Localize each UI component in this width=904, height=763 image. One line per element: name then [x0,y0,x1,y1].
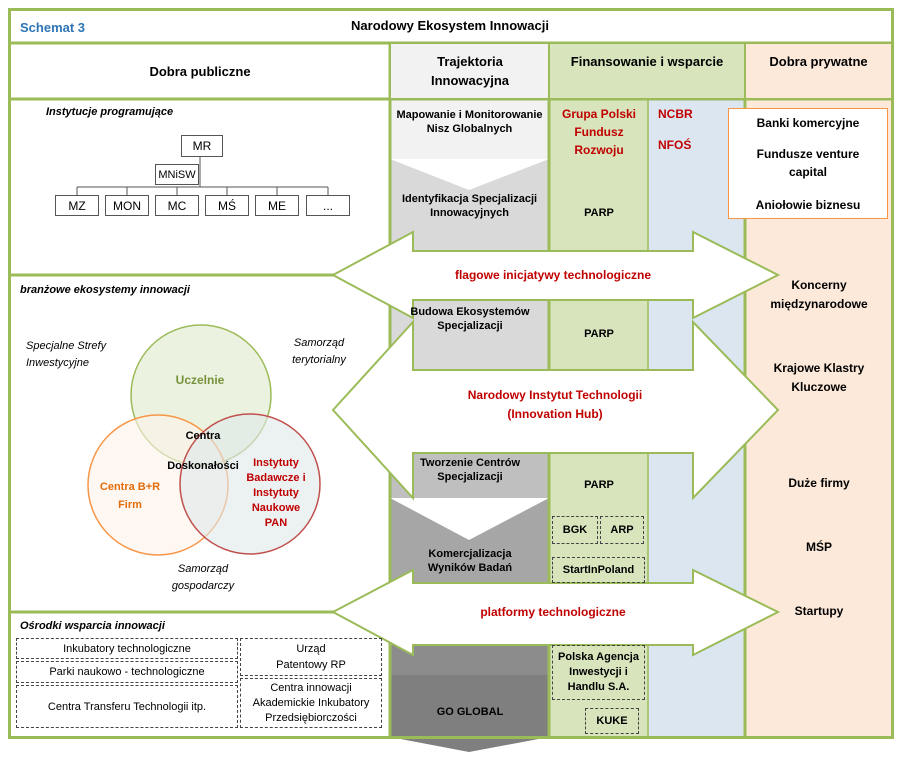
private-msp: MŚP [805,540,832,554]
venn-label-doskonalosci: Doskonałości [167,460,239,472]
finance-parp-2: PARP [584,328,614,340]
private-banki: Banki komercyjne [756,116,860,130]
org-child-me: ME [255,195,299,216]
finance-parp-1: PARP [584,207,614,219]
col-header-trajectory: Trajektoria Innowacyjna [430,54,510,88]
section-title-programming: Instytucje programujące [46,106,174,118]
arrow-niti-shape [331,319,780,501]
venn-label-centra: Centra [185,430,221,442]
finance-nfos: NFOŚ [658,138,692,152]
col-header-public: Dobra publiczne [149,63,251,79]
traj-komercjalizacja: Komercjalizacja Wyników Badań [427,548,513,574]
org-child-ms: MŚ [205,195,249,216]
private-koncerny: Koncerny międzynarodowe [770,278,868,311]
org-child-mc: MC [155,195,199,216]
col-header-private: Dobra prywatne [769,53,868,69]
arrow-label-niti: Narodowy Instytut Technologii (Innovatio… [467,388,643,421]
trajectory-white-top [390,99,549,159]
finance-kuke: KUKE [585,708,639,734]
support-ctt: Centra Transferu Technologii itp. [16,685,238,728]
trajectory-grey-4 [390,498,549,583]
traj-go-global: GO GLOBAL [436,706,504,718]
trajectory-grey-2 [390,300,549,370]
private-aniolowie: Aniołowie biznesu [755,198,861,212]
venn-label-instytuty: Instytuty Badawcze i Instytuty Naukowe P… [246,457,306,529]
org-mnisw: MNiSW [155,164,199,185]
traj-tworzenie: Tworzenie Centrów Specjalizacji [419,457,521,483]
org-child-more: ... [306,195,350,216]
venn-label-uczelnie: Uczelnie [175,373,225,387]
trajectory-grey-5 [390,645,549,675]
trajectory-grey-3 [390,453,549,498]
schemat-label: Schemat 3 [20,20,86,35]
finance-arp: ARP [600,516,644,544]
finance-green-fill-2 [549,300,648,370]
org-child-mz: MZ [55,195,99,216]
support-urzad-patentowy: Urząd Patentowy RP [240,638,382,676]
label-sse: Specjalne Strefy Inwestycyjne [26,340,107,369]
arrow-platformy-shape [330,568,781,657]
page-title: Narodowy Ekosystem Innowacji [351,17,549,33]
private-finance-box [728,108,888,219]
private-klastry: Krajowe Klastry Kluczowe [773,361,865,394]
trajectory-grey-6 [390,675,549,752]
org-mr: MR [181,135,223,157]
traj-identyfikacja: Identyfikacja Specjalizacji Innowacyjnyc… [401,193,538,219]
arrow-label-flagowe: flagowe inicjatywy technologiczne [454,268,652,282]
label-samorzad-terytorialny: Samorząd terytorialny [292,337,346,366]
outer-frame [8,8,894,739]
finance-green-fill-4 [549,645,648,737]
venn-label-centra-br: Centra B+R Firm [99,481,161,511]
finance-paih: Polska Agencja Inwestycji i Handlu S.A. [552,645,645,700]
section-title-sector: branżowe ekosystemy innowacji [20,284,190,296]
label-samorzad-gospodarczy: Samorząd gospodarczy [171,563,235,592]
finance-bgk: BGK [552,516,598,544]
org-child-mon: MON [105,195,149,216]
finance-green-fill-3 [549,453,648,583]
finance-parp-3: PARP [584,479,614,491]
arrow-flagowe-shape [330,230,781,320]
col-header-finance: Finansowanie i wsparcie [570,53,724,69]
traj-mapowanie: Mapowanie i Monitorowanie Nisz Globalnyc… [396,109,543,135]
private-duze: Duże firmy [788,476,850,490]
finance-ncbr: NCBR [658,107,693,121]
support-parki: Parki naukowo - technologiczne [16,661,238,683]
section-title-support: Ośrodki wsparcia innowacji [20,620,165,632]
finance-startinpoland: StartInPoland [552,557,645,583]
arrow-label-platformy: platformy technologiczne [480,605,626,619]
traj-budowa: Budowa Ekosystemów Specjalizacji [410,306,530,332]
private-startupy: Startupy [794,604,844,618]
trajectory-grey-top [390,159,549,251]
finance-green-fill-1 [549,99,648,251]
private-vc: Fundusze venture capital [756,147,860,179]
support-centra-innowacji: Centra innowacji Akademickie Inkubatory … [240,678,382,728]
support-inkubatory: Inkubatory technologiczne [16,638,238,659]
venn-instytuty-circle [179,413,321,555]
finance-pfr: Grupa Polski Fundusz Rozwoju [561,107,637,157]
